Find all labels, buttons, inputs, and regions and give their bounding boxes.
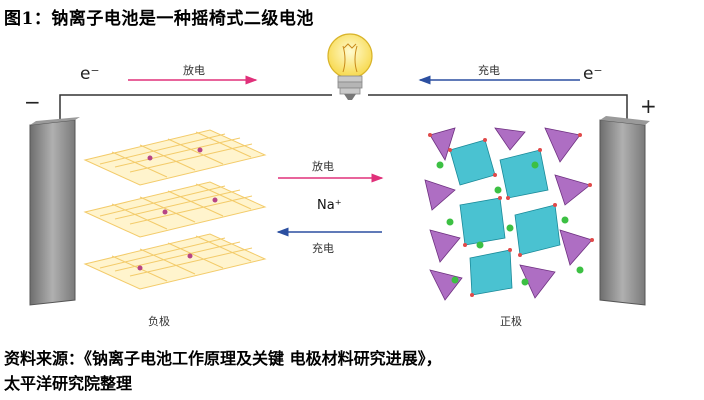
- octahedron: [459, 197, 506, 246]
- charge-top-label: 充电: [478, 64, 500, 77]
- sodium-ion-dot: [494, 186, 502, 194]
- light-bulb-icon: [327, 33, 373, 100]
- sodium-ion-dot: [576, 266, 584, 274]
- negative-electrode-label: 负极: [148, 315, 170, 328]
- oxygen-vertices: [428, 133, 594, 297]
- tetrahedron: [494, 127, 526, 151]
- battery-diagram: [29, 33, 650, 306]
- positive-electrode-plate: [599, 116, 650, 306]
- tetrahedron: [559, 229, 593, 266]
- anode-sheet: [83, 233, 267, 290]
- sodium-ion-dot: [446, 218, 454, 226]
- tetrahedron: [544, 127, 581, 163]
- sodium-ion-dot: [531, 161, 539, 169]
- tetrahedron: [554, 174, 591, 206]
- source-line: 太平洋研究院整理: [4, 374, 133, 393]
- sodium-ion-dot: [451, 276, 459, 284]
- figure-title: 图1：钠离子电池是一种摇椅式二级电池: [4, 9, 314, 29]
- positive-electrode-label: 正极: [500, 315, 522, 328]
- sodium-ion-dot: [476, 241, 484, 249]
- negative-electrode-plate: [29, 117, 80, 306]
- source-note: 资料来源：《钠离子电池工作原理及关键 电极材料研究进展》， 太平洋研究院整理: [4, 346, 442, 396]
- octahedron: [499, 149, 549, 199]
- octahedron: [469, 249, 513, 296]
- positive-sign: +: [640, 94, 657, 118]
- sodium-ion-dot: [561, 216, 569, 224]
- charge-mid-label: 充电: [312, 242, 334, 255]
- electron-left-label: e⁻: [80, 64, 100, 84]
- source-line: 资料来源：《钠离子电池工作原理及关键 电极材料研究进展》，: [4, 349, 442, 368]
- circuit-wire: [59, 94, 628, 125]
- sodium-ion-dot: [506, 224, 514, 232]
- ion-label: Na⁺: [317, 198, 342, 213]
- negative-sign: −: [24, 90, 41, 114]
- cathode-framework: [424, 127, 594, 301]
- anode-lattice: [83, 129, 267, 290]
- tetrahedron: [429, 269, 463, 301]
- anode-sheet: [83, 129, 267, 186]
- discharge-top-label: 放电: [183, 64, 205, 77]
- sodium-ion-dot: [436, 161, 444, 169]
- sodium-ion-dot: [521, 278, 529, 286]
- octahedron: [514, 204, 561, 256]
- octahedron: [449, 139, 496, 186]
- anode-sheet: [83, 181, 267, 238]
- tetrahedron: [429, 127, 456, 161]
- tetrahedron: [429, 229, 461, 263]
- tetrahedron: [424, 179, 456, 211]
- electron-right-label: e⁻: [583, 64, 603, 84]
- discharge-mid-label: 放电: [312, 160, 334, 173]
